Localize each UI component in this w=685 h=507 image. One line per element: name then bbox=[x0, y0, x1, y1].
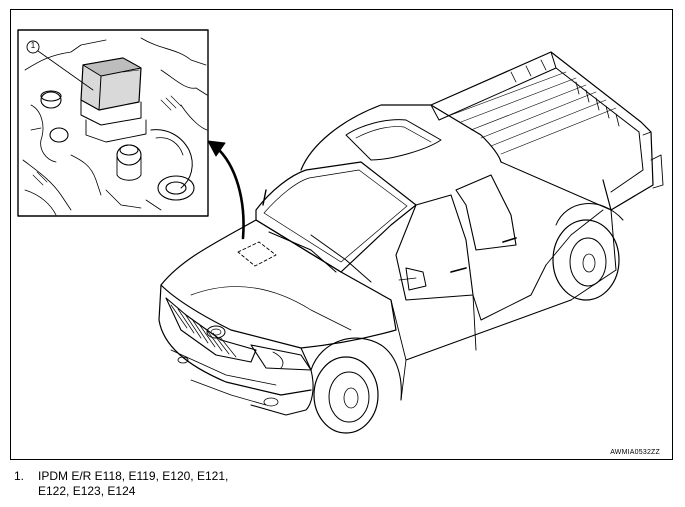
legend-text-line-1: IPDM E/R E118, E119, E120, E121, bbox=[38, 469, 229, 483]
legend-text-line-2: E122, E123, E124 bbox=[38, 484, 136, 498]
vehicle-illustration bbox=[17, 29, 664, 434]
pickup-truck bbox=[158, 51, 664, 434]
figure-id: AWMIA0532ZZ bbox=[610, 449, 660, 456]
callout-number: 1 bbox=[30, 41, 36, 50]
engine-compartment-inset bbox=[17, 29, 209, 217]
location-arrow bbox=[207, 140, 245, 240]
legend-number: 1. bbox=[14, 469, 25, 483]
diagram-frame: 1 AWMIA0532ZZ bbox=[10, 9, 673, 460]
